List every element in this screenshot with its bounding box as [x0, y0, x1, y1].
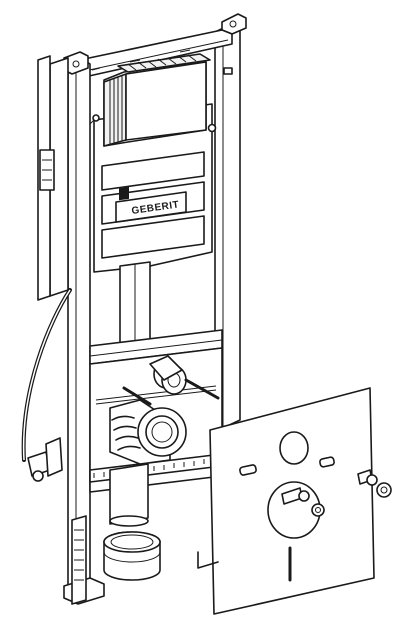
drain-pipe	[109, 463, 149, 527]
pipe-connector	[103, 531, 161, 581]
threaded-rods	[122, 378, 220, 406]
water-supply-pipe	[149, 355, 187, 395]
frame-top-beam	[69, 29, 233, 79]
top-screws	[92, 67, 233, 133]
bolts-washers	[281, 469, 392, 517]
floor-bracket	[197, 551, 219, 569]
side-cistern-box	[37, 55, 69, 301]
service-box	[103, 53, 211, 147]
flexible-hose	[21, 288, 72, 482]
drain-bend	[109, 399, 187, 465]
brand-badge: GEBERIT	[115, 186, 187, 223]
adjustable-feet	[71, 515, 87, 605]
